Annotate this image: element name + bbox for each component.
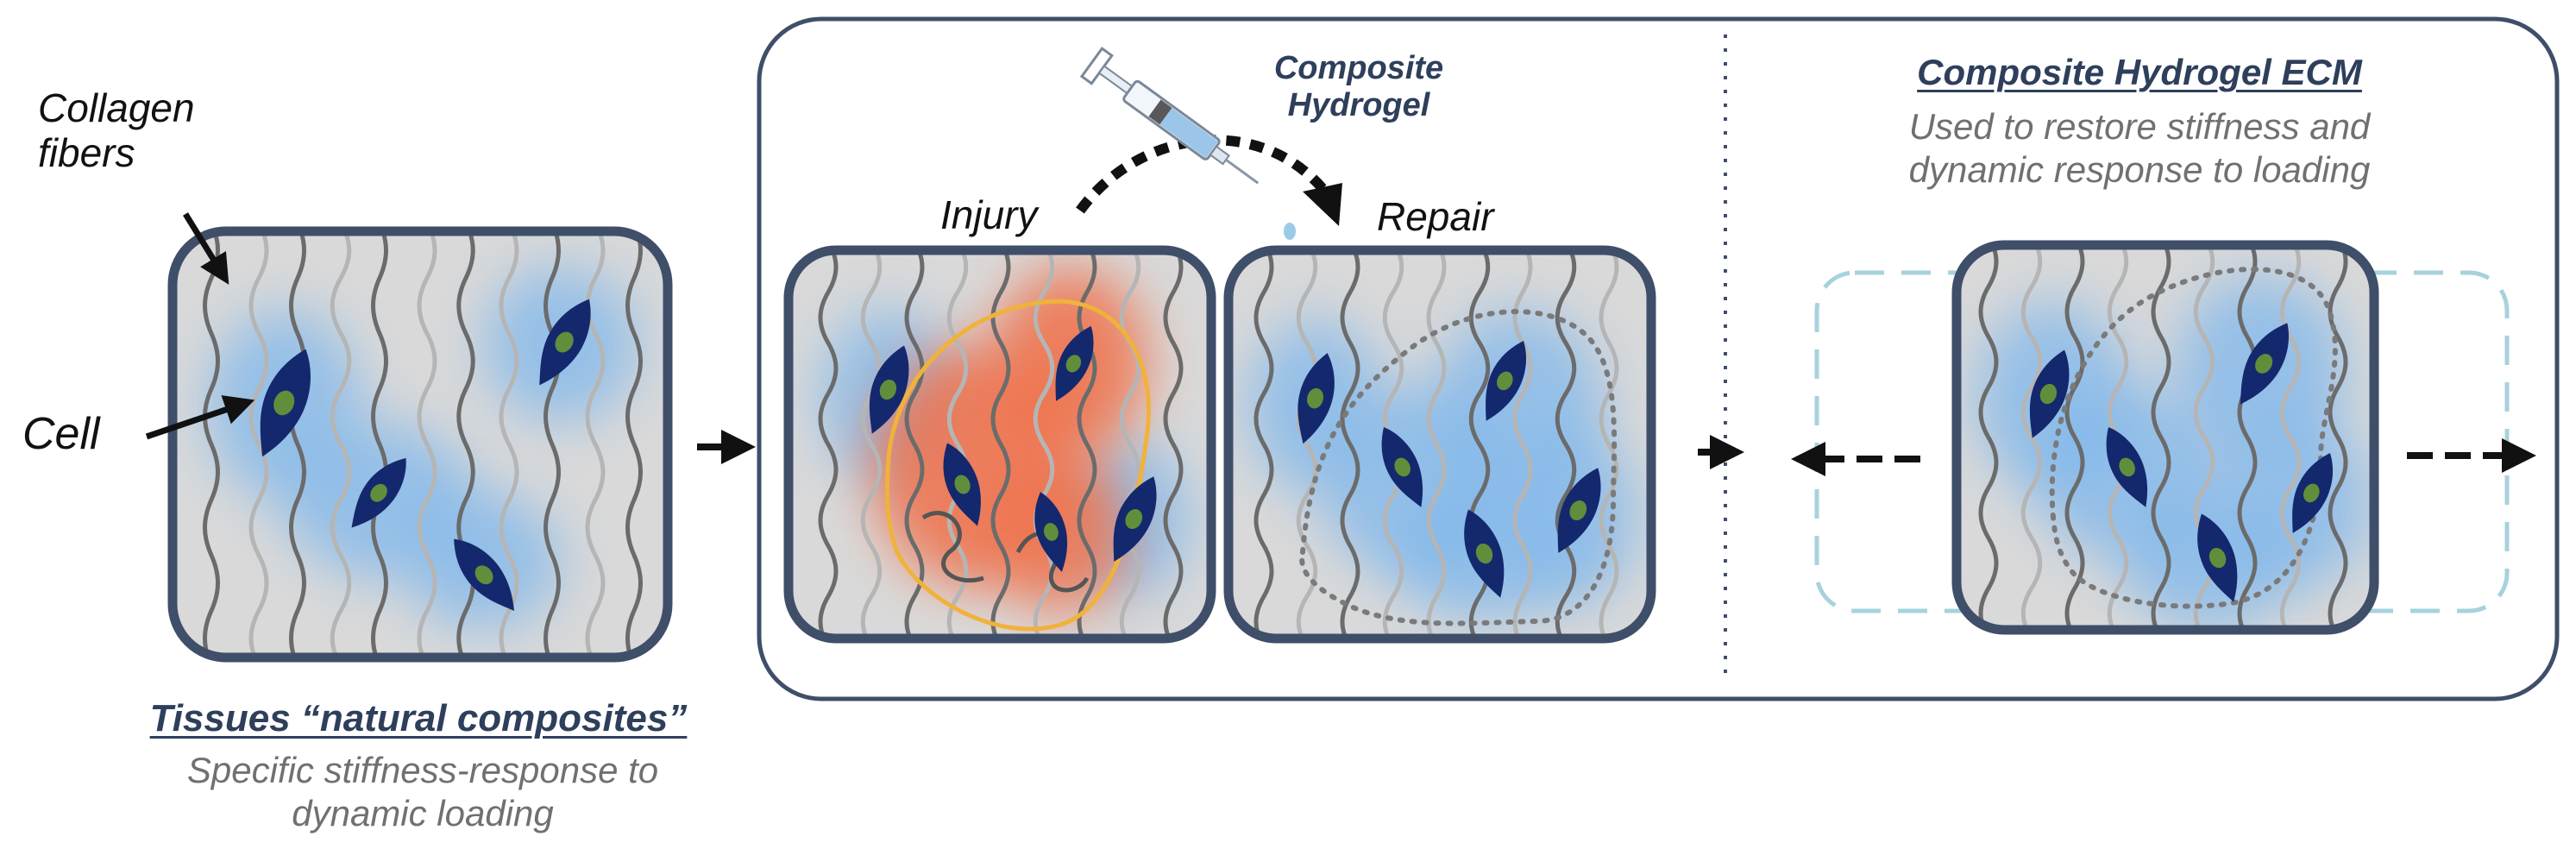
injury-label: Injury bbox=[940, 192, 1038, 237]
cell-label: Cell bbox=[22, 409, 100, 459]
collagen-fiber bbox=[990, 250, 1011, 638]
collagen-fiber bbox=[1978, 245, 1999, 630]
injury-tile bbox=[783, 245, 1216, 644]
collagen-fiber bbox=[1426, 250, 1447, 638]
hydrogel-outline bbox=[2049, 267, 2338, 609]
collagen-fiber bbox=[1599, 250, 1619, 638]
cell-icon bbox=[2292, 453, 2334, 533]
collagen-fiber bbox=[860, 250, 883, 638]
collagen-fiber bbox=[543, 231, 561, 657]
curved-arrow-head bbox=[1303, 183, 1342, 226]
collagen-pointer-arrow bbox=[183, 212, 229, 285]
collagen-fiber bbox=[1512, 250, 1533, 638]
collagen-fiber bbox=[2328, 245, 2348, 630]
cell-icon bbox=[1055, 325, 1094, 401]
collagen-fiber bbox=[2020, 245, 2043, 630]
cell-icon bbox=[2240, 323, 2289, 405]
tissues-title: Tissues “natural composites” bbox=[149, 697, 688, 739]
composite-hydrogel-label: Composite Hydrogel bbox=[1273, 50, 1444, 123]
collagen-fiber bbox=[625, 231, 643, 657]
cell-icon bbox=[351, 457, 406, 528]
cell-icon bbox=[539, 299, 591, 386]
cell-pointer-arrow bbox=[145, 395, 255, 440]
collagen-fiber bbox=[203, 231, 220, 657]
cell-icon bbox=[1034, 492, 1068, 572]
repair-tile bbox=[1223, 245, 1656, 644]
hydrogel-droplet bbox=[1284, 223, 1296, 240]
collagen-fibers-label: Collagen fibers bbox=[38, 85, 195, 175]
collagen-fiber bbox=[1253, 250, 1274, 638]
cell-icon bbox=[1557, 468, 1601, 553]
hydrogel-outline bbox=[1299, 309, 1618, 626]
syringe-icon bbox=[1079, 47, 1260, 185]
treatment-panel bbox=[757, 16, 2560, 701]
collagen-fiber bbox=[1555, 250, 1577, 638]
ecm-title: Composite Hydrogel ECM bbox=[1917, 52, 2362, 92]
cell-icon bbox=[260, 349, 311, 457]
collagen-fiber bbox=[2151, 245, 2171, 630]
collagen-fiber bbox=[371, 231, 388, 657]
curved-arrow-icon bbox=[1076, 135, 1329, 214]
collagen-fiber bbox=[456, 231, 475, 657]
cell-icon bbox=[2029, 349, 2070, 438]
cell-icon bbox=[943, 443, 981, 526]
natural-tissue-tile bbox=[167, 226, 673, 663]
cell-icon bbox=[2197, 513, 2238, 602]
collagen-fiber bbox=[499, 231, 519, 657]
collagen-fiber bbox=[417, 231, 437, 657]
cell-icon bbox=[1381, 427, 1423, 507]
repair-label: Repair bbox=[1377, 194, 1494, 239]
collagen-fiber bbox=[330, 231, 352, 657]
collagen-fiber bbox=[248, 231, 269, 657]
tissues-description: Specific stiffness-response to dynamic l… bbox=[186, 750, 659, 834]
cell-icon bbox=[1486, 341, 1527, 421]
cell-icon bbox=[2106, 427, 2148, 507]
collagen-fiber bbox=[1077, 250, 1097, 638]
hydrogel-ecm-tile bbox=[1951, 240, 2379, 635]
ecm-description: Used to restore stiffness and dynamic re… bbox=[1908, 106, 2371, 191]
cell-icon bbox=[869, 345, 909, 434]
collagen-fiber bbox=[1163, 250, 1184, 638]
collagen-fiber bbox=[1340, 250, 1360, 638]
collagen-fiber bbox=[2279, 245, 2302, 630]
collagen-fiber bbox=[1119, 250, 1141, 638]
cell-icon bbox=[454, 538, 515, 611]
collagen-fiber bbox=[2237, 245, 2258, 630]
collagen-fiber bbox=[289, 231, 306, 657]
cell-icon bbox=[1113, 476, 1157, 562]
collagen-fiber bbox=[818, 250, 839, 638]
cell-icon bbox=[1297, 353, 1335, 444]
collagen-fiber bbox=[585, 231, 606, 657]
collagen-fiber bbox=[2064, 245, 2085, 630]
cell-icon bbox=[1464, 509, 1505, 598]
